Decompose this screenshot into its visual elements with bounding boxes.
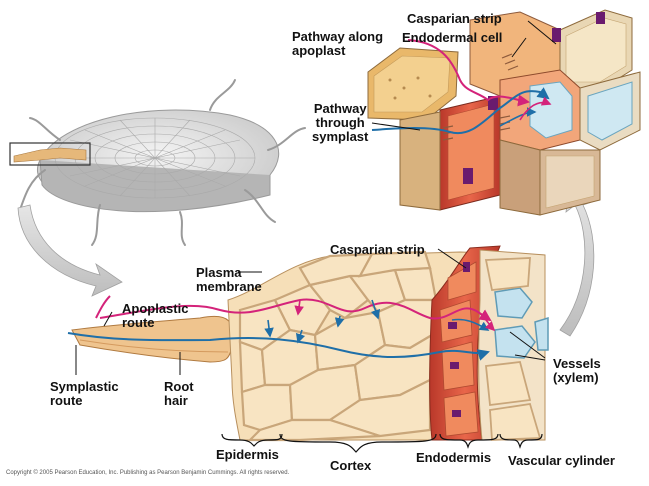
label-plasma-membrane: Plasma membrane <box>196 266 262 294</box>
label-symplastic-route: Symplastic route <box>50 380 119 408</box>
label-apoplastic-route: Apoplastic route <box>122 302 188 330</box>
label-root-hair: Root hair <box>164 380 194 408</box>
copyright-notice: Copyright © 2005 Pearson Education, Inc.… <box>6 470 289 476</box>
label-casparian-strip-top: Casparian strip <box>407 12 502 26</box>
label-epidermis: Epidermis <box>216 448 279 462</box>
zoom-arrow-down <box>18 205 122 296</box>
label-endodermis: Endodermis <box>416 451 491 465</box>
root-tissue-section <box>68 246 548 440</box>
label-casparian-strip-bottom: Casparian strip <box>330 243 425 257</box>
label-cortex: Cortex <box>330 459 371 473</box>
label-pathway-apoplast: Pathway along apoplast <box>292 30 383 58</box>
label-endodermal-cell: Endodermal cell <box>402 31 502 45</box>
label-vascular-cylinder: Vascular cylinder <box>508 454 615 468</box>
root-cross-section <box>10 80 305 245</box>
label-vessels-xylem: Vessels (xylem) <box>553 357 601 385</box>
label-pathway-symplast: Pathway through symplast <box>312 102 368 144</box>
